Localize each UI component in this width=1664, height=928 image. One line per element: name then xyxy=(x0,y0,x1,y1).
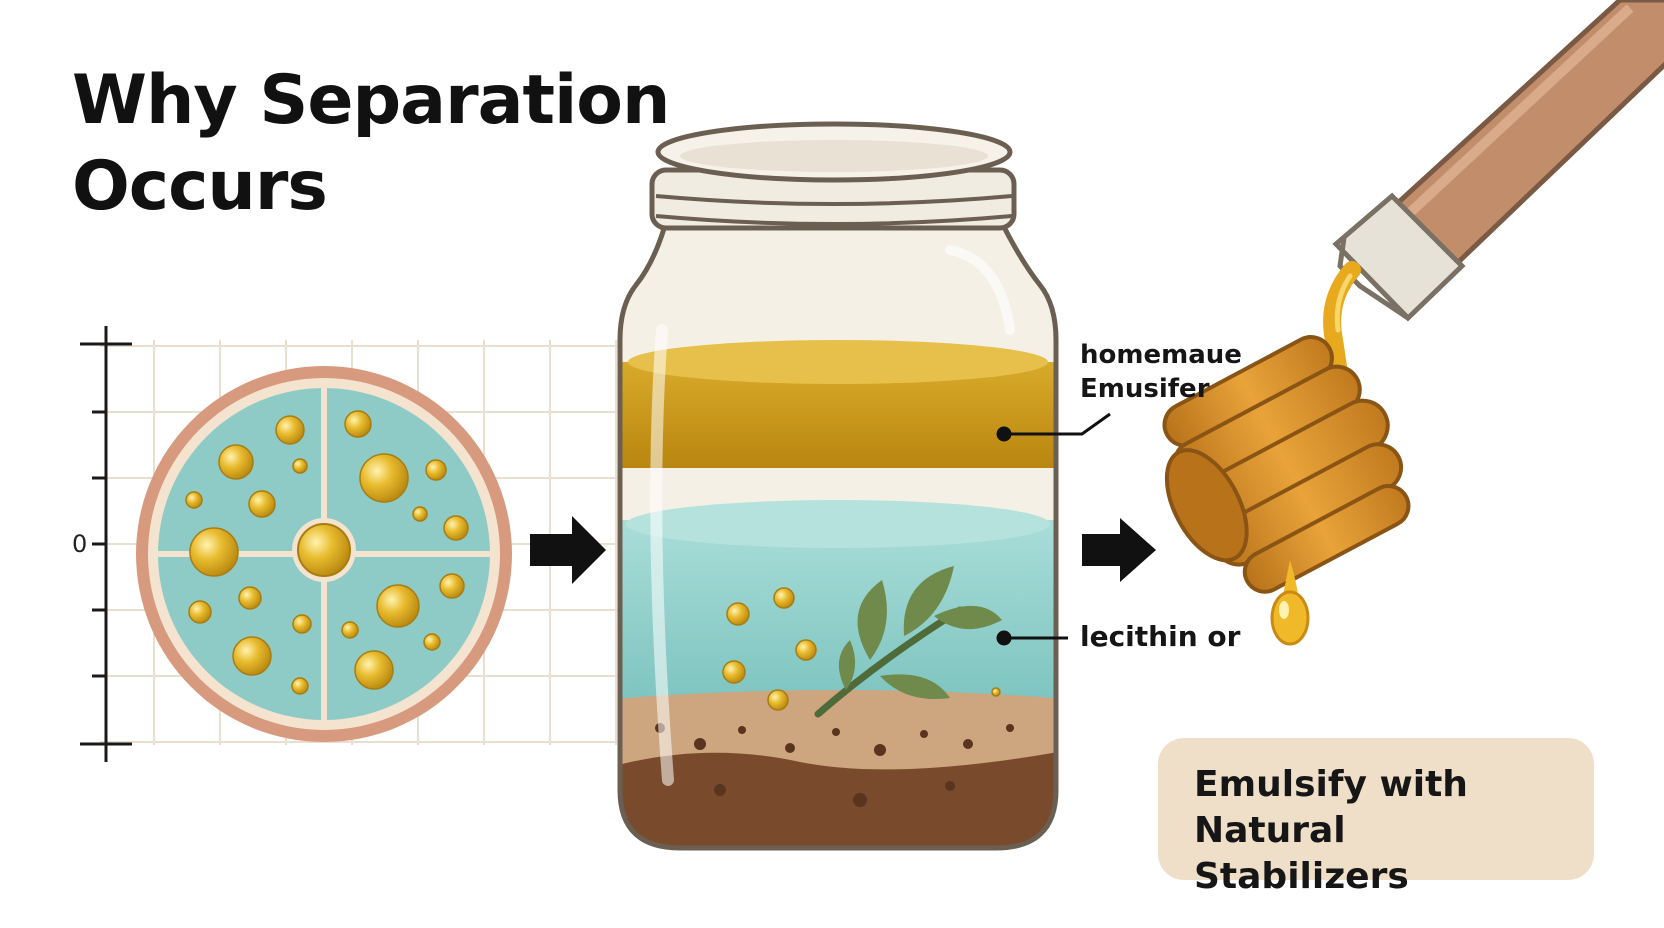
emulsifier-label-line-1: homemaue xyxy=(1080,340,1242,370)
vertical-axis xyxy=(80,326,132,762)
arrow-right-icon xyxy=(1082,518,1156,582)
glass-jar-icon xyxy=(617,121,1059,851)
emulsifier-label-line-2: Emusifer xyxy=(1080,374,1210,404)
leaf-icon xyxy=(814,566,1002,718)
emulsifier-pointer xyxy=(996,412,1111,442)
dropper-icon xyxy=(1323,0,1664,389)
title-line-1: Why Separation xyxy=(72,61,670,140)
page-title: Why Separation Occurs xyxy=(72,58,670,230)
emulsifier-label: homemaue Emusifer xyxy=(1080,338,1242,406)
microscope-droplet-view-icon xyxy=(136,366,512,742)
lecithin-label: lecithin or xyxy=(1080,620,1241,653)
honey-dipper-icon xyxy=(1162,335,1411,646)
axis-zero-label: 0 xyxy=(72,530,88,558)
arrow-right-icon xyxy=(530,516,606,584)
callout-box: Emulsify with Natural Stabilizers xyxy=(1158,738,1594,897)
callout-line-2: Natural Stabilizers xyxy=(1194,810,1409,897)
title-line-2: Occurs xyxy=(72,147,328,226)
callout-line-1: Emulsify with xyxy=(1194,764,1468,805)
lecithin-pointer xyxy=(996,630,1068,646)
